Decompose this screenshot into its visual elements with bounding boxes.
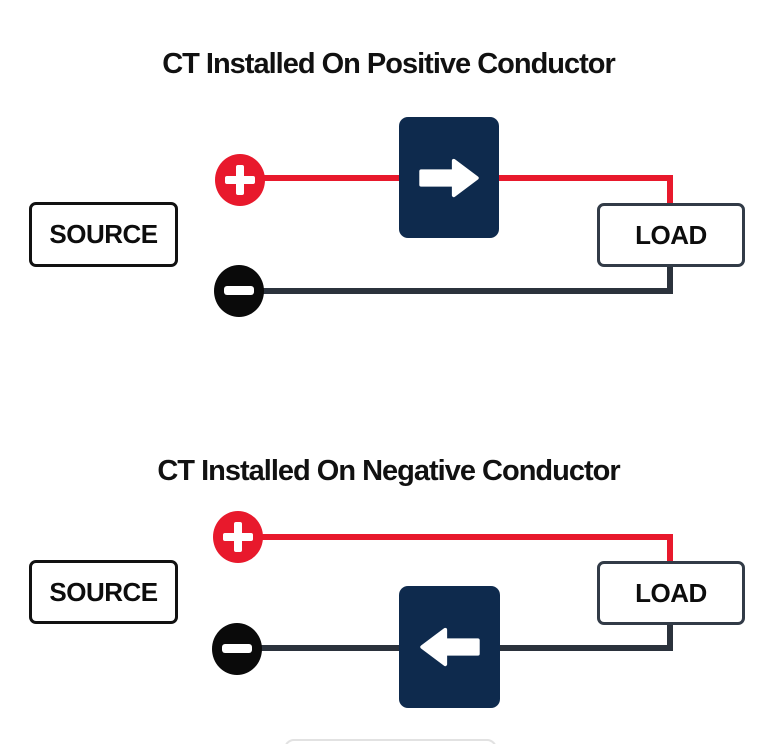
positive-wire-drop	[667, 175, 673, 206]
negative-terminal	[212, 623, 262, 675]
positive-wire	[250, 534, 673, 540]
minus-icon	[214, 265, 264, 317]
negative-wire	[252, 288, 673, 294]
source-label: SOURCE	[49, 219, 158, 249]
load-label: LOAD	[635, 577, 707, 608]
arrow-right-icon	[419, 158, 479, 197]
diagram-title: CT Installed On Negative Conductor	[157, 455, 620, 487]
source-box: SOURCE	[29, 202, 178, 267]
plus-icon	[215, 154, 265, 206]
positive-terminal	[215, 154, 265, 206]
arrow-left-icon	[419, 627, 480, 667]
positive-terminal	[213, 511, 263, 563]
positive-wire-drop	[667, 534, 673, 563]
minus-icon	[212, 623, 262, 675]
negative-wire-drop	[667, 624, 673, 651]
diagram-title: CT Installed On Positive Conductor	[162, 48, 616, 80]
load-box: LOAD	[597, 561, 745, 625]
ct-sensor	[399, 117, 499, 238]
load-box: LOAD	[597, 203, 745, 267]
ct-sensor	[399, 586, 500, 708]
source-label: SOURCE	[49, 576, 158, 607]
source-box: SOURCE	[29, 560, 178, 624]
load-label: LOAD	[635, 219, 707, 250]
negative-terminal	[214, 265, 264, 317]
negative-wire-drop	[667, 266, 673, 294]
clipped-bottom-box	[284, 739, 497, 744]
plus-icon	[213, 511, 263, 563]
